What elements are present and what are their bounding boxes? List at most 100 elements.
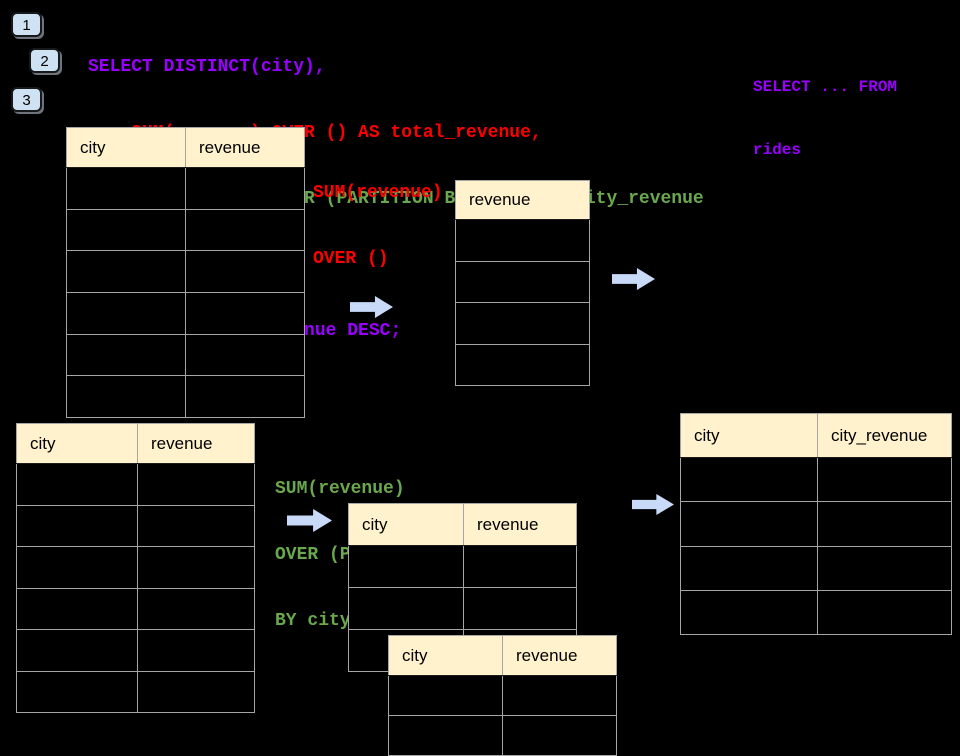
table-header-row: city revenue [348, 503, 577, 546]
table-cell [16, 546, 138, 589]
step-1-badge: 1 [11, 12, 42, 37]
table-cell [455, 343, 590, 386]
table-cell [185, 167, 305, 210]
table-cell [502, 675, 617, 716]
column-header-city: city [16, 423, 138, 464]
source-table-top: city revenue [66, 127, 305, 419]
table-cell [388, 675, 503, 716]
table-cell [16, 587, 138, 630]
table-cell [16, 463, 138, 506]
table-header-row: city revenue [388, 635, 617, 676]
table-header-row: city revenue [66, 127, 305, 168]
column-header-city: city [680, 413, 818, 458]
column-header-revenue: revenue [455, 180, 590, 220]
corner-snippet-line-1: SELECT ... FROM [753, 78, 898, 96]
table-cell [16, 629, 138, 672]
table-header-row: city revenue [16, 423, 255, 464]
column-header-city: city [66, 127, 186, 168]
slide-canvas: { "colors": { "background": "#000000", "… [11, 12, 952, 756]
table-cell [463, 545, 577, 588]
table-row [66, 167, 305, 210]
final-result-table: city city_revenue [680, 413, 952, 636]
table-cell [185, 333, 305, 377]
table-row [680, 589, 952, 636]
table-cell [66, 208, 186, 252]
table-cell [817, 456, 952, 503]
table-row [455, 260, 590, 303]
table-row [680, 501, 952, 547]
table-cell [137, 587, 255, 630]
table-row [66, 250, 305, 294]
total-annotation-line-2: OVER () [313, 249, 389, 269]
table-cell [66, 375, 186, 419]
table-cell [185, 292, 305, 335]
table-cell [817, 545, 952, 591]
corner-snippet-line-2: rides [753, 141, 802, 159]
table-cell [16, 670, 138, 713]
step-2-badge: 2 [29, 48, 60, 73]
table-cell [817, 589, 952, 636]
table-row [16, 629, 255, 672]
column-header-city-revenue: city_revenue [817, 413, 952, 458]
table-cell [185, 375, 305, 419]
table-cell [137, 546, 255, 589]
table-cell [16, 504, 138, 547]
table-row [16, 504, 255, 547]
table-row [455, 343, 590, 386]
sql-line-select: SELECT DISTINCT(city), [88, 57, 326, 77]
table-cell [455, 260, 590, 303]
table-header-row: revenue [455, 180, 590, 220]
table-cell [348, 587, 464, 630]
column-header-city: city [348, 503, 464, 546]
column-header-city: city [388, 635, 503, 676]
table-cell [680, 545, 818, 591]
table-cell [185, 208, 305, 252]
table-row [16, 546, 255, 589]
table-cell [455, 219, 590, 262]
partition-table-overlay: city revenue [388, 635, 617, 756]
table-row [680, 545, 952, 591]
step-3-badge: 3 [11, 87, 42, 112]
column-header-revenue: revenue [502, 635, 617, 676]
partition-annotation-line-3: BY city) [275, 611, 362, 631]
table-cell [463, 587, 577, 630]
table-cell [502, 715, 617, 756]
table-cell [348, 545, 464, 588]
table-header-row: city city_revenue [680, 413, 952, 458]
table-row [16, 463, 255, 506]
table-cell [137, 504, 255, 547]
partition-annotation-line-1: SUM(revenue) [275, 479, 405, 499]
table-cell [137, 463, 255, 506]
table-cell [66, 333, 186, 377]
table-cell [137, 629, 255, 672]
column-header-revenue: revenue [137, 423, 255, 464]
table-cell [680, 501, 818, 547]
table-row [66, 375, 305, 419]
table-cell [817, 501, 952, 547]
table-row [16, 670, 255, 713]
table-cell [680, 456, 818, 503]
table-cell [455, 302, 590, 345]
column-header-revenue: revenue [185, 127, 305, 168]
column-header-revenue: revenue [463, 503, 577, 546]
table-row [680, 456, 952, 503]
table-row [66, 208, 305, 252]
total-annotation-line-1: SUM(revenue) [313, 183, 443, 203]
table-row [348, 545, 577, 588]
table-cell [388, 715, 503, 756]
table-row [455, 219, 590, 262]
total-revenue-annotation: SUM(revenue) OVER () [313, 138, 443, 292]
table-cell [66, 167, 186, 210]
table-row [16, 587, 255, 630]
corner-sql-snippet: SELECT ... FROM rides [753, 35, 897, 182]
table-row [66, 292, 305, 335]
table-cell [185, 250, 305, 294]
table-row [388, 715, 617, 756]
revenue-only-table: revenue [455, 180, 590, 386]
table-row [388, 675, 617, 716]
table-cell [66, 250, 186, 294]
table-row [455, 302, 590, 345]
table-cell [66, 292, 186, 335]
table-cell [680, 589, 818, 636]
table-cell [137, 670, 255, 713]
